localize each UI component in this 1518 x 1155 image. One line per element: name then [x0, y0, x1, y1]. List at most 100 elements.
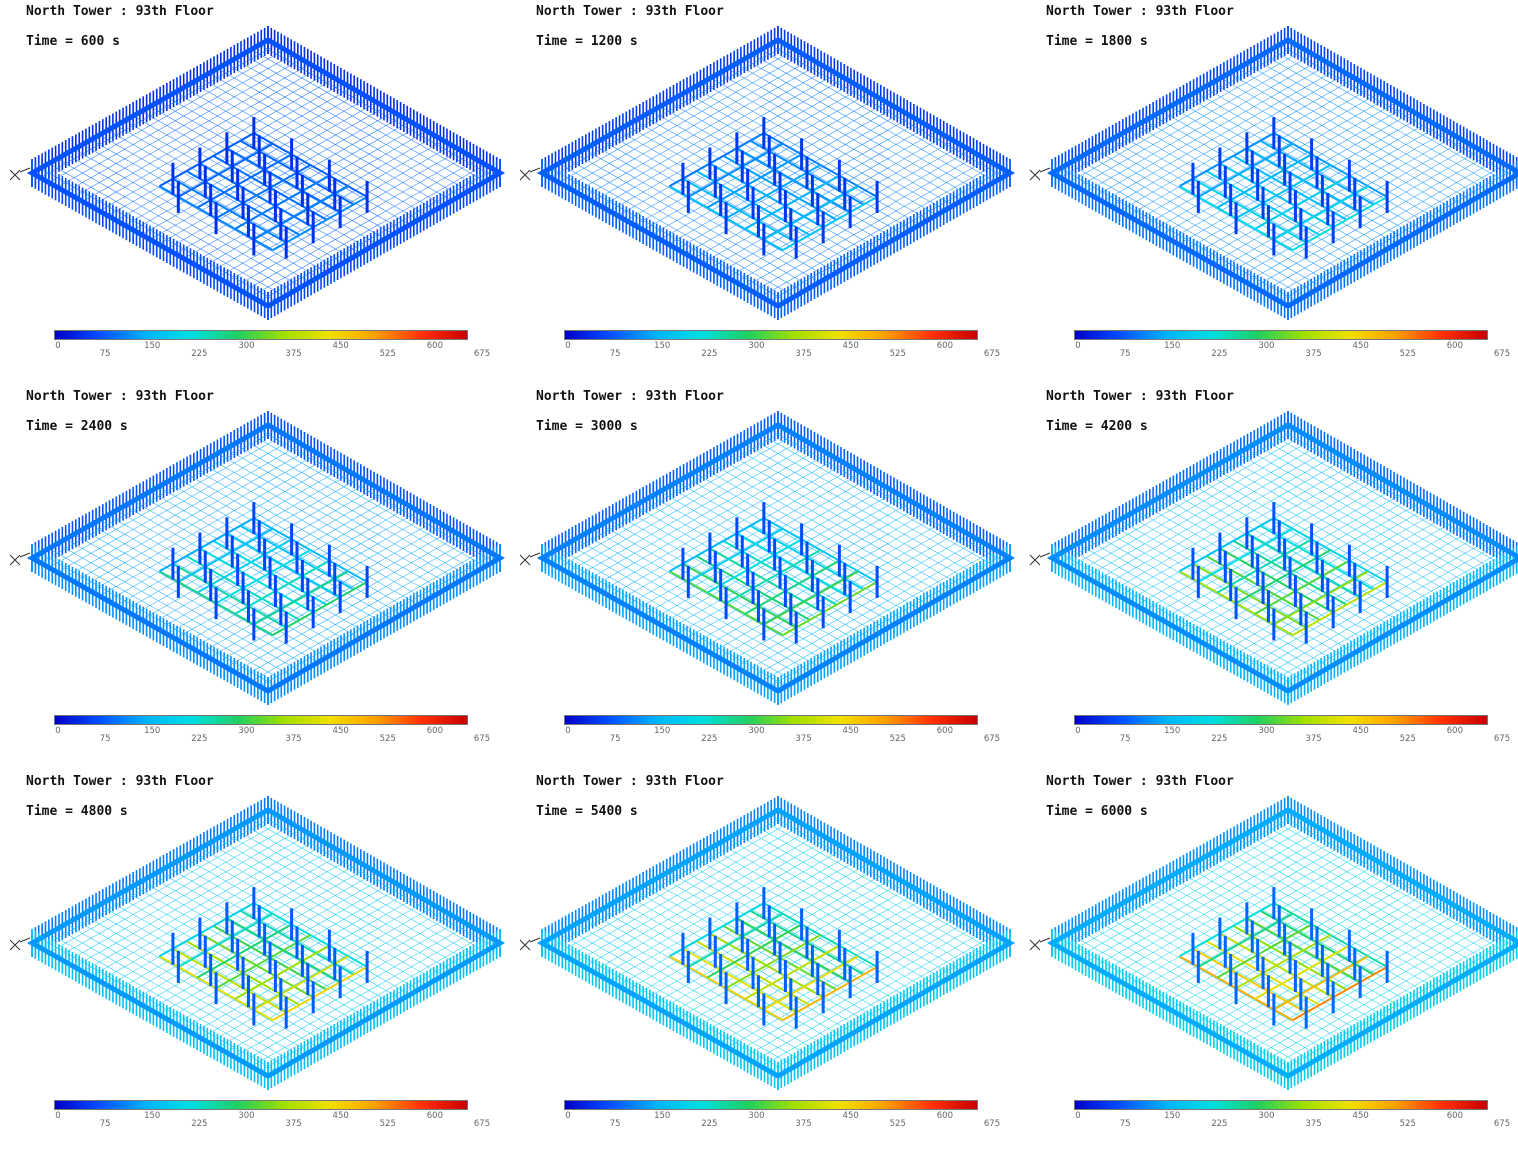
colorbar-tick-label: 525 [379, 349, 396, 359]
colorbar-tick-label: 225 [701, 349, 718, 359]
axis-triad-icon [519, 552, 541, 566]
colorbar-tick-label: 375 [285, 1119, 302, 1129]
colorbar-tick-label: 75 [99, 349, 111, 359]
colorbar-tick-label: 450 [332, 726, 349, 736]
colorbar-tick-label: 0 [1075, 726, 1081, 736]
panel-title: North Tower : 93th Floor [536, 4, 724, 19]
colorbar-tick-label: 150 [144, 726, 161, 736]
colorbar-tick-label: 300 [238, 726, 255, 736]
colorbar-tick-label: 525 [379, 734, 396, 744]
floor-edge-beam [26, 37, 506, 309]
axis-triad-icon [9, 167, 31, 181]
colorbar-tick-label: 300 [748, 341, 765, 351]
colorbar-tick-label: 0 [1075, 1111, 1081, 1121]
panel-time-label: Time = 4800 s [26, 804, 128, 819]
colorbar-tick-label: 300 [748, 726, 765, 736]
colorbar-tick-label: 150 [654, 1111, 671, 1121]
axis-triad-icon [9, 937, 31, 951]
colorbar-tick-label: 300 [238, 341, 255, 351]
colorbar-tick-label: 75 [609, 1119, 621, 1129]
colorbar-tick-label: 0 [55, 1111, 61, 1121]
temperature-colorbar [564, 330, 978, 340]
colorbar-tick-label: 600 [1446, 726, 1463, 736]
panel-title: North Tower : 93th Floor [536, 774, 724, 789]
colorbar-tick-label: 225 [191, 734, 208, 744]
core-structure [1178, 117, 1389, 259]
colorbar-tick-label: 300 [1258, 726, 1275, 736]
floor-beam-grid [541, 39, 1015, 307]
temperature-colorbar [54, 715, 468, 725]
axis-triad-icon [519, 937, 541, 951]
colorbar-tick-label: 600 [426, 341, 443, 351]
colorbar-tick-label: 150 [1164, 341, 1181, 351]
axis-triad-icon [1029, 937, 1051, 951]
colorbar-tick-label: 525 [1399, 734, 1416, 744]
floor-beam-grid [31, 39, 505, 307]
colorbar-tick-label: 375 [285, 734, 302, 744]
panel-title: North Tower : 93th Floor [26, 774, 214, 789]
colorbar-tick-label: 150 [144, 1111, 161, 1121]
core-structure [668, 117, 879, 259]
core-structure [668, 887, 879, 1029]
temperature-colorbar [54, 330, 468, 340]
floor-structure-drawing [1029, 26, 1518, 320]
colorbar-tick-label: 300 [748, 1111, 765, 1121]
floor-beam-grid [31, 809, 505, 1077]
colorbar-tick-label: 0 [565, 726, 571, 736]
temperature-colorbar [1074, 1100, 1488, 1110]
floor-structure-drawing [519, 411, 1016, 705]
panel-time-label: Time = 5400 s [536, 804, 638, 819]
floor-beam-grid [541, 424, 1015, 692]
colorbar-tick-label: 675 [983, 734, 1001, 744]
floor-beam-grid [31, 424, 505, 692]
colorbar-tick-label: 75 [1119, 1119, 1131, 1129]
colorbar-tick-label: 600 [936, 1111, 953, 1121]
colorbar-tick-label: 450 [332, 1111, 349, 1121]
colorbar-tick-label: 0 [55, 341, 61, 351]
panel-time-label: Time = 600 s [26, 34, 120, 49]
floor-edge-beam [1046, 807, 1518, 1079]
floor-edge-beam [26, 807, 506, 1079]
colorbar-tick-label: 675 [983, 1119, 1001, 1129]
axis-triad-icon [1029, 167, 1051, 181]
colorbar-tick-label: 0 [565, 1111, 571, 1121]
floor-beam-grid [541, 809, 1015, 1077]
colorbar-tick-label: 375 [1305, 734, 1322, 744]
panel-time-label: Time = 3000 s [536, 419, 638, 434]
colorbar-tick-label: 450 [332, 341, 349, 351]
colorbar-tick-label: 375 [285, 349, 302, 359]
floor-edge-beam [1046, 37, 1518, 309]
floor-beam-grid [1051, 809, 1518, 1077]
floor-structure-drawing [1029, 411, 1518, 705]
colorbar-tick-label: 600 [936, 726, 953, 736]
panel-time-label: Time = 1800 s [1046, 34, 1148, 49]
colorbar-tick-label: 75 [609, 349, 621, 359]
colorbar-tick-label: 600 [426, 1111, 443, 1121]
core-structure [158, 502, 369, 644]
colorbar-tick-label: 225 [1211, 349, 1228, 359]
floor-edge-beam [536, 807, 1016, 1079]
colorbar-tick-label: 0 [55, 726, 61, 736]
colorbar-tick-label: 75 [609, 734, 621, 744]
panel-title: North Tower : 93th Floor [26, 4, 214, 19]
colorbar-tick-label: 150 [144, 341, 161, 351]
colorbar-tick-label: 525 [379, 1119, 396, 1129]
colorbar-tick-label: 150 [1164, 1111, 1181, 1121]
colorbar-tick-label: 600 [1446, 1111, 1463, 1121]
panel-time-label: Time = 2400 s [26, 419, 128, 434]
colorbar-tick-label: 225 [1211, 734, 1228, 744]
colorbar-tick-label: 0 [565, 341, 571, 351]
floor-structure-drawing [1029, 796, 1518, 1090]
colorbar-tick-label: 375 [795, 734, 812, 744]
colorbar-tick-label: 675 [473, 349, 491, 359]
colorbar-tick-label: 600 [426, 726, 443, 736]
colorbar-tick-label: 225 [701, 1119, 718, 1129]
